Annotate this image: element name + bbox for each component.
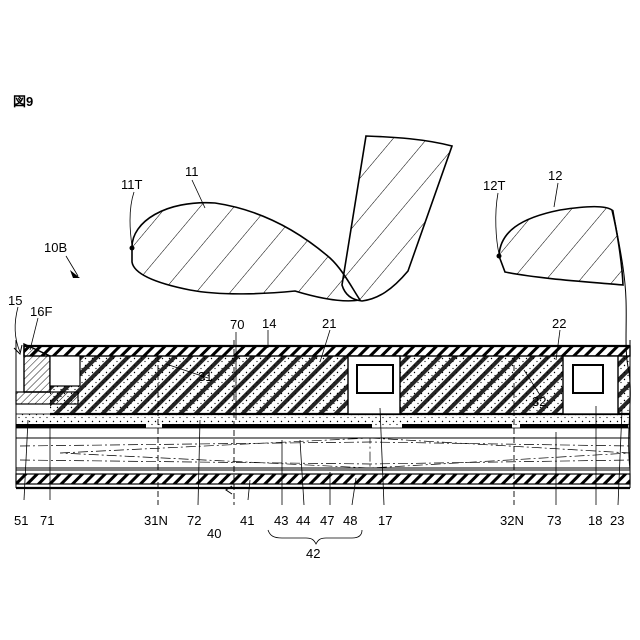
label-12T: 12T (483, 178, 505, 193)
stripe-71 (16, 424, 146, 428)
wedge-17 (60, 438, 370, 468)
label-73: 73 (547, 513, 561, 528)
stripe-72 (162, 424, 372, 428)
label-32N: 32N (500, 513, 524, 528)
label-15: 15 (8, 293, 22, 308)
wedge-right (370, 438, 630, 468)
label-42: 42 (306, 546, 320, 561)
label-43: 43 (274, 513, 288, 528)
label-16F: 16F (30, 304, 52, 319)
label-70: 70 (230, 317, 244, 332)
layer-14 (24, 346, 630, 356)
edge-strip-51 (16, 392, 78, 404)
bottom-layer-42 (16, 474, 630, 484)
stripe-73 (520, 424, 628, 428)
label-47: 47 (320, 513, 334, 528)
label-11T: 11T (121, 177, 142, 192)
label-48: 48 (343, 513, 357, 528)
label-17: 17 (378, 513, 392, 528)
figure-title: 図9 (13, 94, 33, 109)
chain-line-a (20, 442, 630, 446)
label-22: 22 (552, 316, 566, 331)
tool-12-body (499, 207, 623, 285)
edge-block-inner (50, 356, 80, 386)
label-72: 72 (187, 513, 201, 528)
label-41: 41 (240, 513, 254, 528)
label-12: 12 (548, 168, 562, 183)
label-21: 21 (322, 316, 336, 331)
point-12T (497, 254, 502, 259)
label-11: 11 (185, 164, 199, 179)
label-40: 40 (207, 526, 221, 541)
label-32: 32 (532, 394, 546, 409)
label-18: 18 (588, 513, 602, 528)
label-31N: 31N (144, 513, 168, 528)
label-51: 51 (14, 513, 28, 528)
tool-11-arm (342, 136, 452, 301)
chain-line-b (20, 460, 630, 464)
point-11T (130, 246, 135, 251)
stripe-mid (402, 424, 512, 428)
cavity-17 (357, 365, 393, 393)
label-14: 14 (262, 316, 276, 331)
label-44: 44 (296, 513, 310, 528)
tool-11-body (132, 203, 360, 301)
label-71: 71 (40, 513, 54, 528)
label-23: 23 (610, 513, 624, 528)
label-10B: 10B (44, 240, 67, 255)
label-31: 31 (198, 369, 212, 384)
cavity-18 (573, 365, 603, 393)
